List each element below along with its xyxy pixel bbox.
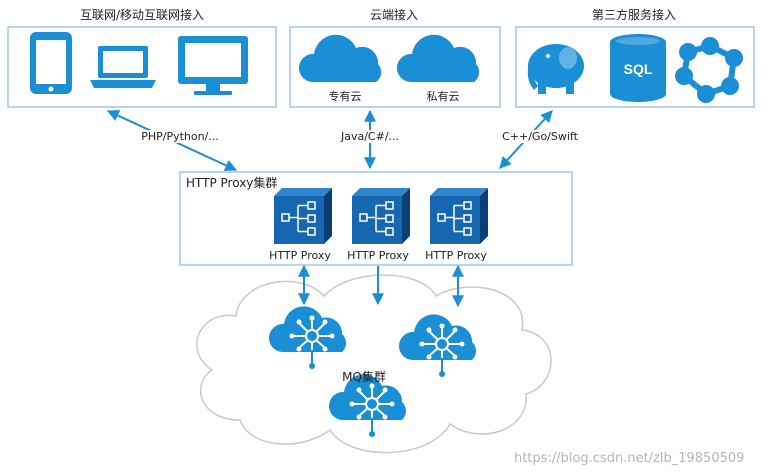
edge-right-label: C++/Go/Swift <box>500 130 580 143</box>
edge-left-label: PHP/Python/... <box>139 130 221 143</box>
laptop-icon <box>90 46 156 88</box>
hadoop-elephant-icon <box>527 44 584 94</box>
internet-access-title: 互联网/移动互联网接入 <box>79 8 205 22</box>
edge-middle-label: Java/C#/... <box>338 130 402 143</box>
watermark-url: https://blog.csdn.net/zlb_19850509 <box>514 451 745 466</box>
http-proxy-node-icon <box>273 187 333 245</box>
cloud-access-title: 云端接入 <box>369 8 419 22</box>
sql-database-icon <box>610 34 666 102</box>
proxy-cluster-title: HTTP Proxy集群 <box>186 176 278 190</box>
private-cloud-label: 专有云 <box>328 90 362 103</box>
tablet-icon <box>30 32 72 94</box>
monitor-icon <box>178 36 248 95</box>
mq-cluster-title: MQ集群 <box>342 370 386 384</box>
cloud-icon <box>396 34 480 82</box>
private-cloud-label-2: 私有云 <box>426 90 460 103</box>
third-party-access-title: 第三方服务接入 <box>591 8 677 22</box>
graph-network-icon <box>675 37 743 103</box>
http-proxy-node-icon <box>429 187 489 245</box>
mq-cluster-cloud <box>196 274 552 454</box>
http-proxy-node-icon <box>351 187 411 245</box>
proxy-node-label: HTTP Proxy <box>425 249 487 262</box>
cloud-icon <box>298 34 382 82</box>
proxy-node-label: HTTP Proxy <box>347 249 409 262</box>
sql-label: SQL <box>624 61 653 77</box>
proxy-node-label: HTTP Proxy <box>269 249 331 262</box>
